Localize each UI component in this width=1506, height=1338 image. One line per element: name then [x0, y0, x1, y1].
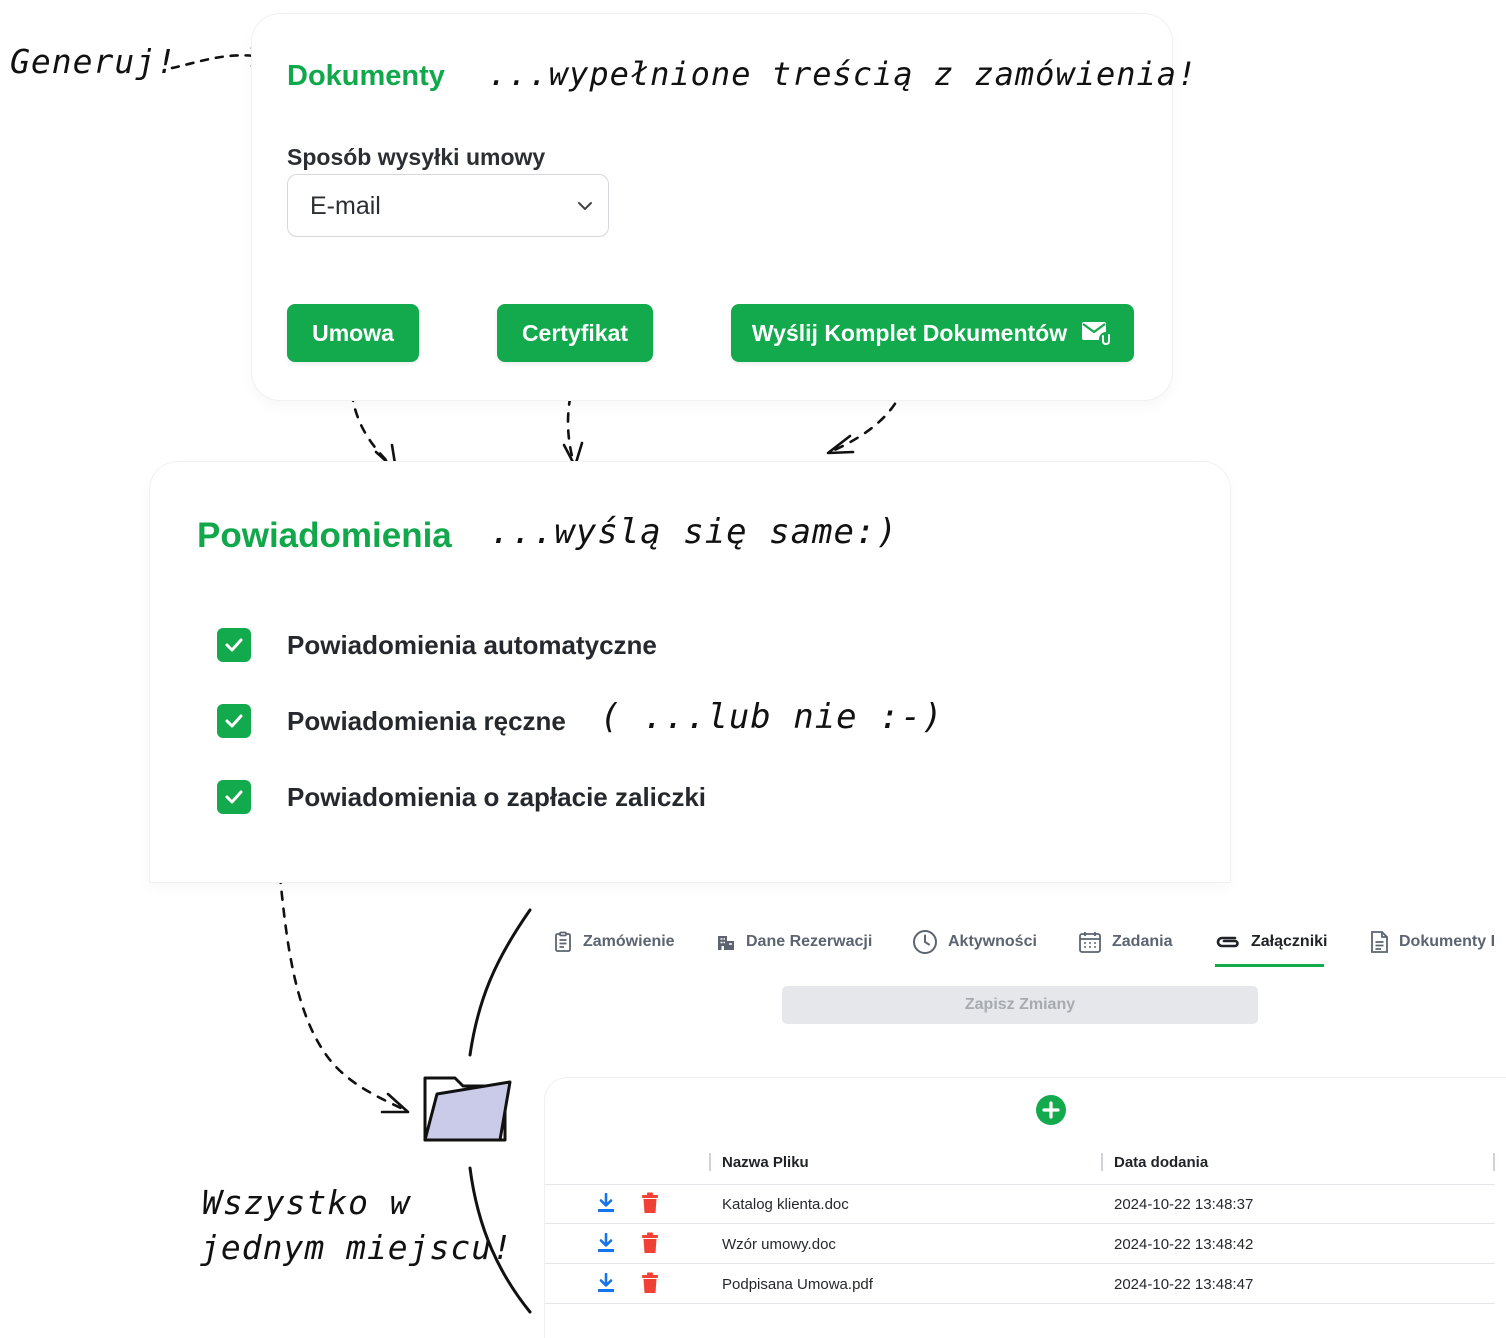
date-added-cell: 2024-10-22 13:48:37: [1114, 1196, 1254, 1213]
contract-button[interactable]: Umowa: [287, 304, 419, 362]
active-tab-underline: [1215, 964, 1324, 967]
table-divider: [545, 1223, 1495, 1224]
attachments-panel: [545, 1078, 1506, 1338]
delete-icon[interactable]: [641, 1232, 659, 1254]
send-all-documents-button[interactable]: Wyślij Komplet Dokumentów: [731, 304, 1134, 362]
save-changes-button[interactable]: Zapisz Zmiany: [782, 986, 1258, 1024]
table-divider: [545, 1303, 1495, 1304]
column-separator: [1101, 1153, 1103, 1171]
table-divider: [545, 1184, 1495, 1185]
download-icon[interactable]: [597, 1273, 615, 1293]
tab-reservation-data[interactable]: Dane Rezerwacji: [716, 928, 872, 956]
tab-tasks-label: Zadania: [1112, 933, 1173, 950]
download-icon[interactable]: [597, 1233, 615, 1253]
tab-documents[interactable]: Dokumenty I: [1369, 928, 1495, 956]
arrow-notifications: [276, 856, 407, 1112]
check-icon: [225, 714, 243, 728]
check-icon: [225, 638, 243, 652]
column-separator: [1493, 1153, 1495, 1171]
shipping-method-value: E-mail: [310, 192, 381, 220]
check-icon: [225, 790, 243, 804]
note-send-themselves: ...wyślą się same:): [490, 512, 898, 552]
auto-notifications-label: Powiadomienia automatyczne: [287, 630, 657, 660]
note-generate: Generuj!: [10, 42, 177, 81]
note-all-in-one-line-2: jednym miejscu!: [200, 1228, 514, 1267]
download-icon[interactable]: [597, 1193, 615, 1213]
tab-attachments-label: Załączniki: [1251, 933, 1328, 950]
note-all-in-one-line-1: Wszystko w: [202, 1183, 411, 1222]
tab-activities[interactable]: Aktywności: [912, 928, 1037, 956]
tab-tasks[interactable]: Zadania: [1078, 928, 1172, 956]
file-name-cell[interactable]: Katalog klienta.doc: [722, 1196, 849, 1213]
column-header-date-added[interactable]: Data dodania: [1114, 1154, 1209, 1171]
date-added-cell: 2024-10-22 13:48:47: [1114, 1276, 1254, 1293]
manual-notifications-label: Powiadomienia ręczne: [287, 706, 566, 736]
checkbox-manual-notifications[interactable]: [217, 704, 251, 738]
folder-icon: [423, 1076, 512, 1142]
notifications-title: Powiadomienia: [197, 516, 452, 555]
column-header-file-name[interactable]: Nazwa Pliku: [722, 1154, 809, 1171]
table-divider: [545, 1263, 1495, 1264]
mail-attachment-icon: [1082, 322, 1114, 346]
delete-icon[interactable]: [641, 1272, 659, 1294]
clipboard-icon: [555, 931, 571, 952]
notifications-card: [150, 462, 1230, 882]
documents-title: Dokumenty: [287, 60, 445, 92]
tab-documents-label: Dokumenty I: [1399, 933, 1496, 950]
date-added-cell: 2024-10-22 13:48:42: [1114, 1236, 1254, 1253]
document-icon: [1371, 931, 1388, 953]
building-icon: [718, 936, 734, 950]
clock-icon: [913, 930, 937, 954]
tab-attachments[interactable]: Załączniki: [1215, 928, 1327, 956]
tab-order[interactable]: Zamówienie: [553, 928, 675, 956]
note-filled: ...wypełnione treścią z zamówienia!: [488, 55, 1198, 93]
shipping-method-label: Sposób wysyłki umowy: [287, 144, 546, 170]
certificate-button[interactable]: Certyfikat: [497, 304, 653, 362]
tab-reservation-data-label: Dane Rezerwacji: [746, 933, 873, 950]
delete-icon[interactable]: [641, 1192, 659, 1214]
tab-order-label: Zamówienie: [583, 933, 675, 950]
shipping-method-select[interactable]: E-mail: [287, 174, 609, 237]
file-name-cell[interactable]: Podpisana Umowa.pdf: [722, 1276, 873, 1293]
file-name-cell[interactable]: Wzór umowy.doc: [722, 1236, 836, 1253]
chevron-down-icon: [578, 202, 592, 210]
note-or-not: ( ...lub nie :-): [600, 697, 944, 737]
calendar-icon: [1079, 932, 1101, 953]
add-attachment-icon[interactable]: [1035, 1094, 1067, 1126]
send-all-button-label: Wyślij Komplet Dokumentów: [751, 319, 1068, 346]
certificate-button-label: Certyfikat: [521, 319, 629, 346]
tab-activities-label: Aktywności: [948, 933, 1037, 950]
save-changes-label: Zapisz Zmiany: [964, 996, 1076, 1013]
deposit-notifications-label: Powiadomienia o zapłacie zaliczki: [287, 782, 707, 812]
checkbox-auto-notifications[interactable]: [217, 628, 251, 662]
line-folder-top: [468, 908, 532, 1057]
contract-button-label: Umowa: [312, 319, 394, 346]
paperclip-icon: [1216, 936, 1239, 948]
checkbox-deposit-notifications[interactable]: [217, 780, 251, 814]
column-separator: [709, 1153, 711, 1171]
